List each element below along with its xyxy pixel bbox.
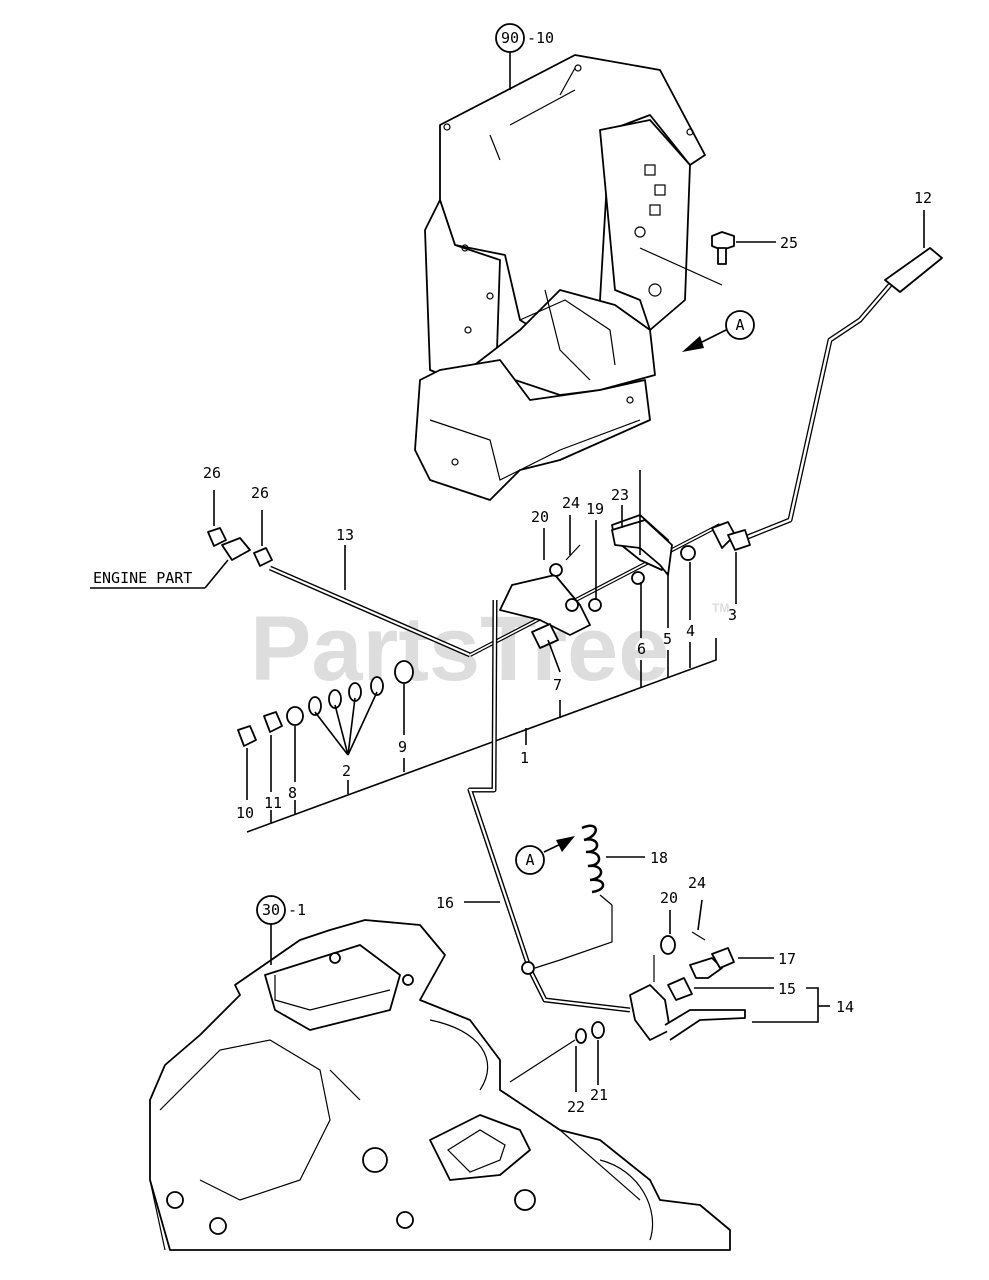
rod-13: 13 [269,526,471,658]
callout-18: 18 [650,849,668,867]
callout-22: 22 [567,1098,585,1116]
callout-10: 10 [236,804,254,822]
spring-18: 18 [534,824,668,969]
callout-12: 12 [914,189,932,207]
upper-frame-bracket [414,54,706,501]
callout-21: 21 [590,1086,608,1104]
callout-23: 23 [611,486,629,504]
callout-19: 19 [586,500,604,518]
arrow-a-top-label: A [735,316,744,334]
bottom-reference-marker: 30 -1 [256,895,306,965]
transmission-housing [149,919,731,1251]
callout-15: 15 [778,980,796,998]
callout-2: 2 [342,762,351,780]
callout-13: 13 [336,526,354,544]
top-reference-marker: 90 -10 [495,23,554,90]
callout-26-right: 26 [251,484,269,502]
callout-26-left: 26 [203,464,221,482]
bottom-ref-number: 30 [262,901,280,919]
callout-20-bottom: 20 [660,889,678,907]
callout-5: 5 [663,630,672,648]
arrow-a-bottom-label: A [525,851,534,869]
arrow-a-bottom: A [515,836,575,875]
callout-3: 3 [728,606,737,624]
callout-24-top: 24 [562,494,580,512]
shift-lever-12: 12 [739,189,943,543]
callout-labels-upper: 20 24 19 23 7 6 5 4 3 9 2 8 11 10 1 [236,486,737,822]
callout-24-bottom: 24 [688,874,706,892]
callout-1-bracket [246,638,717,833]
bracket-23 [611,470,673,576]
top-ref-suffix: -10 [527,29,554,47]
callout-7: 7 [553,676,562,694]
callout-8: 8 [288,784,297,802]
callout-6: 6 [637,640,646,658]
callout-1: 1 [520,749,529,767]
lower-lever-14: 24 20 17 15 14 21 22 [509,874,854,1116]
callout-25: 25 [780,234,798,252]
engine-part-connector: ENGINE PART 26 26 [90,464,273,589]
callout-17: 17 [778,950,796,968]
bottom-ref-suffix: -1 [288,901,306,919]
top-ref-number: 90 [501,29,519,47]
watermark-tm: TM [712,601,729,615]
callout-4: 4 [686,622,695,640]
callout-16: 16 [436,894,454,912]
callout-20-top: 20 [531,508,549,526]
washer-stack [237,660,414,756]
callout-11: 11 [264,794,282,812]
bolt-25: 25 [639,231,798,286]
arrow-a-top: A [682,310,755,352]
callout-9: 9 [398,738,407,756]
engine-part-label: ENGINE PART [93,569,192,587]
rod-16: 16 [436,599,631,1013]
callout-14: 14 [836,998,854,1016]
